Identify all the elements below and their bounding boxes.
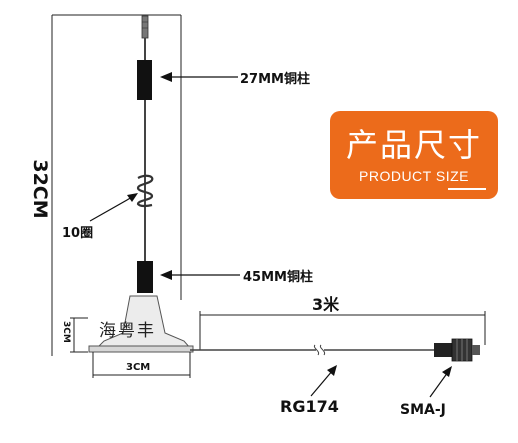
base-plate [88, 345, 194, 353]
rg174-arrowhead [327, 365, 337, 376]
product-size-badge: 产品尺寸 PRODUCT SIZE [330, 111, 498, 199]
coil-arrowhead [127, 193, 138, 202]
cable-type-label: RG174 [280, 397, 339, 416]
top-column-label: 27MM铜柱 [240, 72, 310, 87]
badge-title-cn: 产品尺寸 [345, 126, 482, 164]
bottom-column-arrowhead [160, 270, 172, 280]
connector-label: SMA-J [400, 402, 446, 418]
top-copper-column [137, 60, 152, 100]
base-height-label: 3CM [61, 321, 71, 343]
bottom-column-label: 45MM铜柱 [243, 270, 313, 285]
base-width-label: 3CM [126, 362, 151, 373]
rg174-pointer [310, 369, 334, 397]
badge-underline [448, 188, 486, 190]
top-column-arrowhead [160, 72, 172, 82]
coil-label: 10圈 [62, 226, 94, 241]
sma-arrowhead [442, 366, 452, 377]
cable-length-label: 3米 [312, 295, 340, 314]
sma-pointer [429, 371, 449, 398]
height-label: 32CM [29, 159, 51, 219]
watermark: 海粤丰 [99, 321, 156, 341]
sma-connector-pin [472, 345, 480, 355]
cable-break-mark [313, 344, 326, 356]
badge-title-en: PRODUCT SIZE [359, 168, 469, 184]
bottom-copper-column [137, 261, 153, 293]
coil-pointer [89, 195, 135, 222]
antenna-tip [141, 15, 149, 39]
sma-connector-body [434, 343, 452, 357]
antenna-coil [136, 174, 154, 208]
